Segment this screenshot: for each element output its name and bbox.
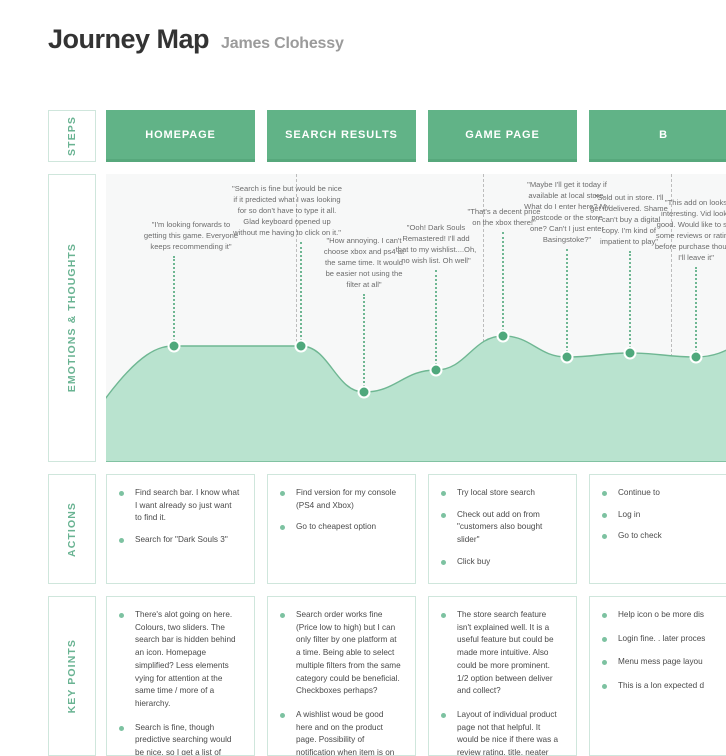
quote-leader-line xyxy=(173,256,175,341)
page-header: Journey Map James Clohessy xyxy=(48,24,344,55)
list-item: Click buy xyxy=(441,556,562,569)
list-item: Find search bar. I know what I want alre… xyxy=(119,487,240,525)
rail-emotions: EMOTIONS & THOUGHTS xyxy=(48,174,96,462)
quote-leader-line xyxy=(695,267,697,352)
emotion-point[interactable] xyxy=(689,350,703,364)
step-label: GAME PAGE xyxy=(465,128,540,141)
list-item: Search order works fine (Price low to hi… xyxy=(280,609,401,698)
list-item: Check out add on from "customers also bo… xyxy=(441,509,562,547)
list-item: A wishlist woud be good here and on the … xyxy=(280,709,401,755)
journey-map-board: STEPS HOMEPAGE SEARCH RESULTS GAME PAGE … xyxy=(48,110,726,756)
emotion-point[interactable] xyxy=(357,385,371,399)
list-item: Go to check xyxy=(602,530,723,543)
emotion-quote: "Maybe I'll get it today if available at… xyxy=(524,180,610,244)
list-item: This is a lon expected d xyxy=(602,680,723,693)
page-author: James Clohessy xyxy=(221,35,344,52)
emotion-quote: "That's a decent price on the xbox there… xyxy=(467,207,541,227)
rail-emotions-label: EMOTIONS & THOUGHTS xyxy=(66,243,78,393)
list-item: Search for "Dark Souls 3" xyxy=(119,534,240,547)
rail-steps: STEPS xyxy=(48,110,96,162)
emotion-quote: "How annoying. I can't choose xbox and p… xyxy=(323,236,405,289)
emotion-quote: "This add on looks interesting. Vid look… xyxy=(654,198,726,262)
quote-leader-line xyxy=(435,270,437,365)
actions-card-homepage: Find search bar. I know what I want alre… xyxy=(106,474,255,584)
key-points-card-game-page: The store search feature isn't explained… xyxy=(428,596,577,756)
key-points-card-homepage: There's alot going on here. Colours, two… xyxy=(106,596,255,756)
rail-actions-label: ACTIONS xyxy=(66,501,78,557)
quote-leader-line xyxy=(629,251,631,348)
actions-columns: Find search bar. I know what I want alre… xyxy=(106,474,726,584)
key-points-list: Search order works fine (Price low to hi… xyxy=(280,609,401,755)
list-item: There's alot going on here. Colours, two… xyxy=(119,609,240,711)
step-card-homepage[interactable]: HOMEPAGE xyxy=(106,110,255,162)
actions-card-basket: Continue to Log in Go to check xyxy=(589,474,726,584)
emotion-point[interactable] xyxy=(560,350,574,364)
quote-leader-line xyxy=(363,294,365,387)
list-item: The store search feature isn't explained… xyxy=(441,609,562,698)
list-item: Help icon o be more dis xyxy=(602,609,723,622)
rail-actions: ACTIONS xyxy=(48,474,96,584)
emotion-quote: "I'm looking forwards to getting this ga… xyxy=(143,220,239,251)
step-label: B xyxy=(659,128,668,141)
quote-leader-line xyxy=(300,242,302,341)
step-card-basket[interactable]: B xyxy=(589,110,726,162)
list-item: Find version for my console (PS4 and Xbo… xyxy=(280,487,401,512)
key-points-list: There's alot going on here. Colours, two… xyxy=(119,609,240,755)
steps-columns: HOMEPAGE SEARCH RESULTS GAME PAGE B xyxy=(106,110,726,162)
page-title: Journey Map xyxy=(48,24,210,54)
emotion-quote: "Sold out in store. I'll get it delivere… xyxy=(590,193,668,246)
list-item: Layout of individual product page not th… xyxy=(441,709,562,755)
key-points-list: The store search feature isn't explained… xyxy=(441,609,562,755)
step-divider xyxy=(296,174,297,462)
actions-list: Find version for my console (PS4 and Xbo… xyxy=(280,487,401,534)
quote-leader-line xyxy=(566,249,568,352)
key-points-card-search-results: Search order works fine (Price low to hi… xyxy=(267,596,416,756)
list-item: Log in xyxy=(602,509,723,522)
emotion-quote: "Ooh! Dark Souls Remastered! I'll add th… xyxy=(395,223,477,265)
rail-key-points-label: KEY POINTS xyxy=(66,638,78,714)
emotion-point[interactable] xyxy=(623,346,637,360)
emotion-point[interactable] xyxy=(496,329,510,343)
band-actions: ACTIONS Find search bar. I know what I w… xyxy=(48,474,726,584)
quote-leader-line xyxy=(502,232,504,331)
list-item: Search is fine, though predictive search… xyxy=(119,722,240,755)
step-label: SEARCH RESULTS xyxy=(285,128,398,141)
list-item: Continue to xyxy=(602,487,723,500)
rail-steps-label: STEPS xyxy=(66,116,78,156)
step-divider xyxy=(671,174,672,462)
list-item: Menu mess page layou xyxy=(602,656,723,669)
step-card-game-page[interactable]: GAME PAGE xyxy=(428,110,577,162)
emotion-quote: "Search is fine but would be nice if it … xyxy=(232,184,342,237)
list-item: Go to cheapest option xyxy=(280,521,401,534)
actions-list: Continue to Log in Go to check xyxy=(602,487,723,543)
emotion-point[interactable] xyxy=(294,339,308,353)
actions-card-search-results: Find version for my console (PS4 and Xbo… xyxy=(267,474,416,584)
emotion-point[interactable] xyxy=(429,363,443,377)
actions-list: Find search bar. I know what I want alre… xyxy=(119,487,240,547)
list-item: Login fine. . later proces xyxy=(602,633,723,646)
rail-key-points: KEY POINTS xyxy=(48,596,96,756)
emotion-point[interactable] xyxy=(167,339,181,353)
step-card-search-results[interactable]: SEARCH RESULTS xyxy=(267,110,416,162)
band-key-points: KEY POINTS There's alot going on here. C… xyxy=(48,596,726,756)
key-points-columns: There's alot going on here. Colours, two… xyxy=(106,596,726,756)
step-divider xyxy=(483,174,484,462)
list-item: Try local store search xyxy=(441,487,562,500)
emotion-curve xyxy=(106,335,726,462)
band-emotions: EMOTIONS & THOUGHTS "I'm looking forward… xyxy=(48,174,726,462)
emotion-chart: "I'm looking forwards to getting this ga… xyxy=(106,174,726,462)
step-label: HOMEPAGE xyxy=(145,128,216,141)
band-steps: STEPS HOMEPAGE SEARCH RESULTS GAME PAGE … xyxy=(48,110,726,162)
